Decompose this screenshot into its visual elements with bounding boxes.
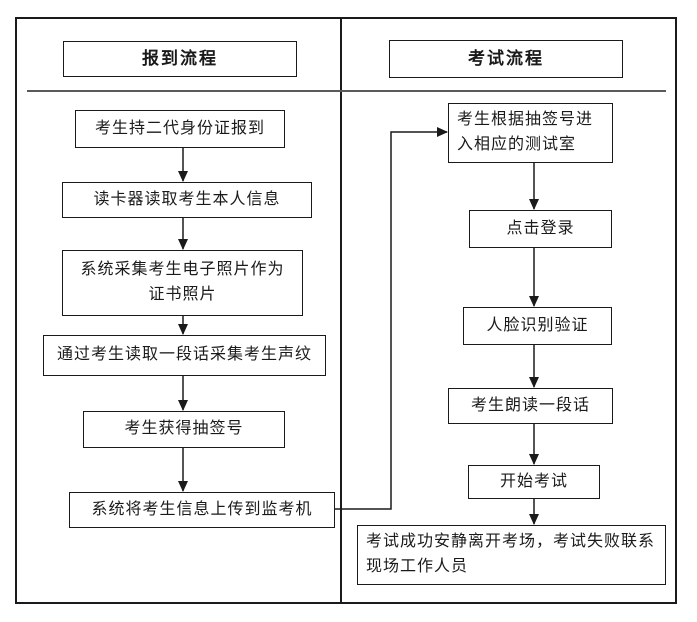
step-start-exam: 开始考试 <box>468 465 600 499</box>
step-upload-to-proctor-machine: 系统将考生信息上传到监考机 <box>69 492 335 528</box>
step-face-recognition: 人脸识别验证 <box>463 307 612 345</box>
step-exam-result-instructions: 考试成功安静离开考场，考试失败联系现场工作人员 <box>357 525 666 585</box>
step-click-login: 点击登录 <box>469 210 612 248</box>
step-card-reader-info: 读卡器读取考生本人信息 <box>62 182 312 218</box>
column-divider-line <box>340 17 342 604</box>
checkin-flow-title: 报到流程 <box>63 41 297 77</box>
step-checkin-id-card: 考生持二代身份证报到 <box>75 110 285 148</box>
step-collect-voiceprint: 通过考生读取一段话采集考生声纹 <box>43 335 326 376</box>
step-collect-photo: 系统采集考生电子照片作为证书照片 <box>62 250 303 316</box>
step-read-passage: 考生朗读一段话 <box>448 388 613 424</box>
header-separator-line <box>27 90 666 92</box>
exam-flow-title: 考试流程 <box>389 40 623 78</box>
step-get-lottery-number: 考生获得抽签号 <box>83 411 285 448</box>
step-enter-test-room: 考生根据抽签号进入相应的测试室 <box>448 103 613 163</box>
outer-border <box>15 17 677 604</box>
